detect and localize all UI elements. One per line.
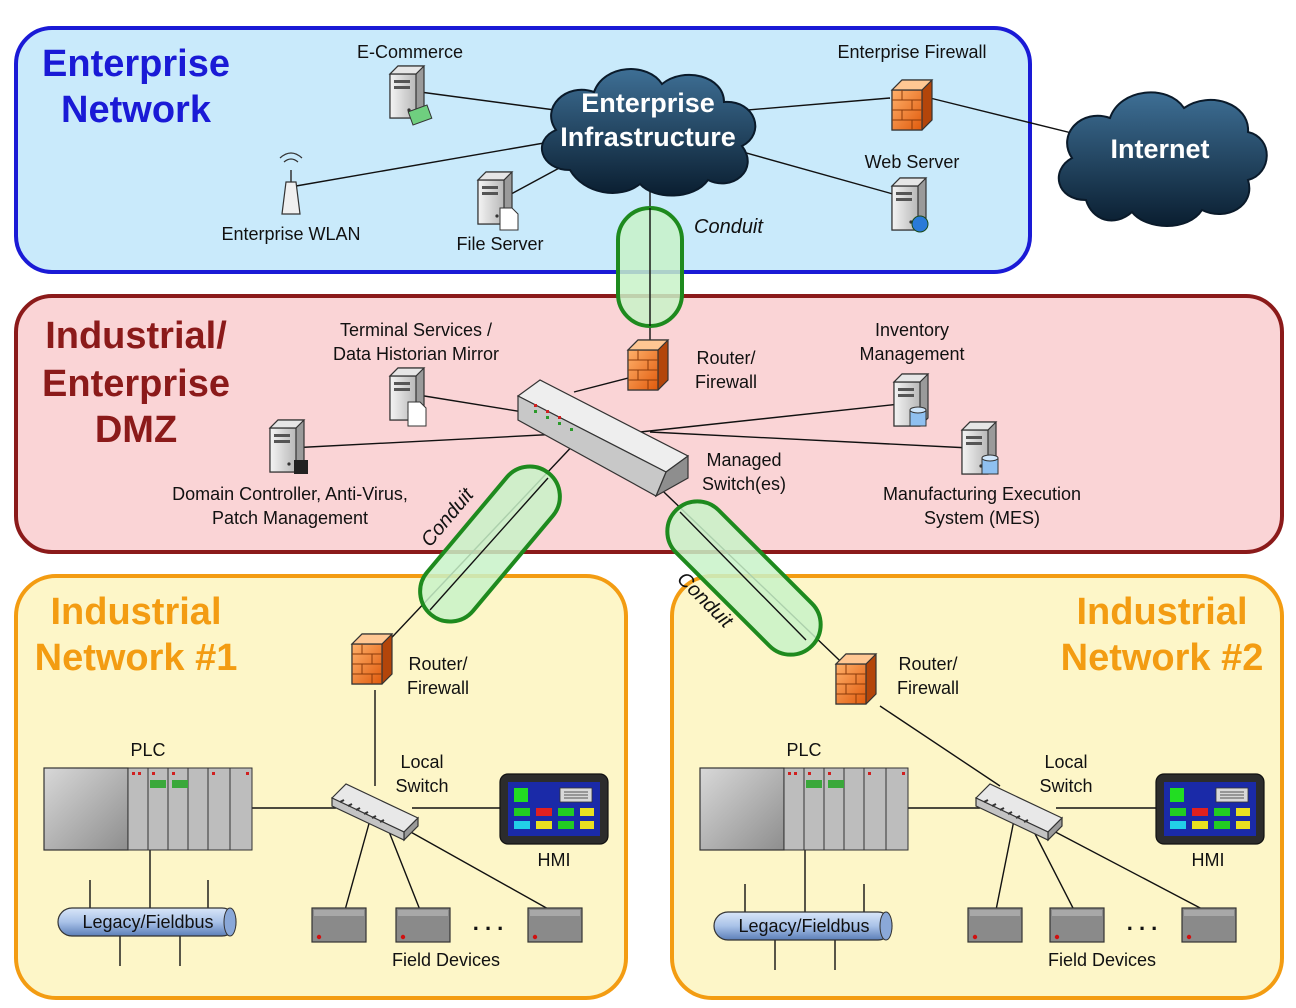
file-icon	[499, 207, 519, 231]
ind1-hmi-label: HMI	[538, 850, 571, 870]
dmz-zone-title-line3: DMZ	[95, 409, 177, 451]
ind2-field-devices-label: Field Devices	[1048, 950, 1156, 970]
industrial2-title-line1: Industrial	[1076, 591, 1247, 633]
ind2-field-device-2-icon	[1049, 907, 1105, 943]
ecommerce-label: E-Commerce	[357, 42, 463, 62]
mes-label-line2: System (MES)	[924, 508, 1040, 528]
inventory-label-line2: Management	[859, 344, 964, 364]
wireless-ap-icon	[279, 152, 303, 215]
ind2-router-label-line2: Firewall	[897, 678, 959, 698]
mes-label-line1: Manufacturing Execution	[883, 484, 1081, 504]
ind2-field-device-1-icon	[967, 907, 1023, 943]
enterprise-firewall-icon	[891, 79, 933, 131]
domain-usb-icon	[294, 460, 308, 474]
ind2-fieldbus-icon	[713, 911, 893, 941]
domain-controller-label-line1: Domain Controller, Anti-Virus,	[172, 484, 408, 504]
managed-switch-label-line1: Managed	[706, 450, 781, 470]
ind1-plc-icon	[43, 767, 253, 851]
ind2-switch-label-line2: Switch	[1039, 776, 1092, 796]
terminal-file-icon	[407, 401, 427, 427]
managed-switch-icon	[516, 379, 690, 498]
ind2-router-label-line1: Router/	[898, 654, 957, 674]
ind2-hmi-label: HMI	[1192, 850, 1225, 870]
inventory-database-icon	[909, 406, 927, 427]
ecommerce-card-icon	[407, 104, 433, 126]
ind1-router-firewall-icon	[351, 633, 393, 685]
dmz-zone-title-line1: Industrial/	[45, 315, 227, 357]
ind2-fieldbus-label: Legacy/Fieldbus	[738, 916, 869, 936]
ind1-plc-label: PLC	[130, 740, 165, 760]
terminal-services-label-line1: Terminal Services /	[340, 320, 492, 340]
dmz-router-label-line2: Firewall	[695, 372, 757, 392]
mes-database-icon	[981, 454, 999, 475]
ind1-hmi-icon	[499, 773, 609, 845]
terminal-services-label-line2: Data Historian Mirror	[333, 344, 499, 364]
web-server-label: Web Server	[865, 152, 960, 172]
ind2-field-device-3-icon	[1181, 907, 1237, 943]
ind2-ellipsis: . . .	[1127, 910, 1158, 935]
ind1-ellipsis: . . .	[473, 910, 504, 935]
enterprise-zone-title-line1: Enterprise	[42, 43, 230, 85]
ind1-fieldbus-icon	[57, 907, 237, 937]
inventory-label-line1: Inventory	[875, 320, 949, 340]
enterprise-wlan-label: Enterprise WLAN	[221, 224, 360, 244]
industrial1-title-line2: Network #1	[35, 637, 238, 679]
ind1-field-device-1-icon	[311, 907, 367, 943]
ind2-plc-icon	[699, 767, 909, 851]
ind1-router-label-line1: Router/	[408, 654, 467, 674]
globe-icon	[911, 215, 929, 233]
ind1-field-device-2-icon	[395, 907, 451, 943]
ind2-hmi-icon	[1155, 773, 1265, 845]
managed-switch-label-line2: Switch(es)	[702, 474, 786, 494]
ind2-router-firewall-icon	[835, 653, 877, 705]
domain-controller-label-line2: Patch Management	[212, 508, 368, 528]
ind2-switch-label-line1: Local	[1044, 752, 1087, 772]
ind1-switch-label-line2: Switch	[395, 776, 448, 796]
industrial-zone-2	[670, 574, 1284, 1000]
enterprise-infrastructure-cloud-icon	[540, 68, 757, 197]
industrial2-title-line2: Network #2	[1061, 637, 1264, 679]
enterprise-zone	[14, 26, 1032, 274]
dmz-zone-title-line2: Enterprise	[42, 363, 230, 405]
ind1-fieldbus-label: Legacy/Fieldbus	[82, 912, 213, 932]
conduit-label-top: Conduit	[694, 216, 764, 238]
dmz-router-label-line1: Router/	[696, 348, 755, 368]
industrial-zone-1	[14, 574, 628, 1000]
industrial1-title-line1: Industrial	[50, 591, 221, 633]
ind2-plc-label: PLC	[786, 740, 821, 760]
ind1-switch-label-line1: Local	[400, 752, 443, 772]
enterprise-cloud-label-line1: Enterprise	[581, 88, 715, 118]
file-server-label: File Server	[456, 234, 543, 254]
ind1-router-label-line2: Firewall	[407, 678, 469, 698]
enterprise-cloud-label-line2: Infrastructure	[560, 122, 736, 152]
ind1-field-devices-label: Field Devices	[392, 950, 500, 970]
dmz-router-firewall-icon	[627, 339, 669, 391]
internet-cloud-icon	[1057, 91, 1268, 227]
enterprise-zone-title-line2: Network	[61, 89, 212, 131]
enterprise-firewall-label: Enterprise Firewall	[837, 42, 986, 62]
ind1-field-device-3-icon	[527, 907, 583, 943]
internet-cloud-label: Internet	[1110, 134, 1209, 164]
